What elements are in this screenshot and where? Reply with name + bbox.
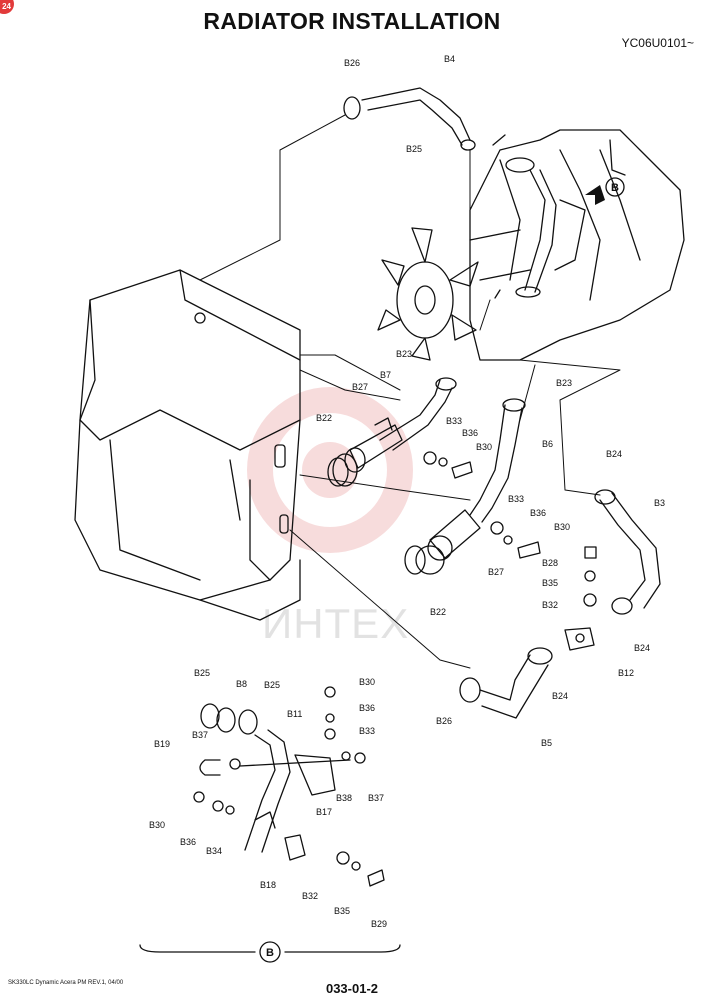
label-b25: B25 bbox=[406, 144, 422, 154]
engine-block bbox=[469, 129, 685, 361]
label-b36: B36 bbox=[462, 428, 478, 438]
label-b30-right: B30 bbox=[554, 522, 570, 532]
label-b19: B19 bbox=[154, 739, 170, 749]
leader-lines bbox=[199, 114, 621, 669]
label-b35: B35 bbox=[542, 578, 558, 588]
radiator-core bbox=[74, 269, 301, 621]
page-number: 033-01-2 bbox=[325, 981, 379, 996]
label-b4: B4 bbox=[444, 54, 455, 64]
part-labels: B26 B4 B25 B23 B27 B7 B22 B33 B36 B30 B2… bbox=[149, 54, 665, 929]
label-b18: B18 bbox=[260, 880, 276, 890]
label-b36-right: B36 bbox=[530, 508, 546, 518]
label-b24-top: B24 bbox=[606, 449, 622, 459]
clamp-b22 bbox=[327, 457, 426, 575]
label-b8: B8 bbox=[236, 679, 247, 689]
lower-assembly bbox=[139, 686, 401, 953]
label-b37: B37 bbox=[192, 730, 208, 740]
hose-b6 bbox=[469, 398, 526, 523]
label-b33-right: B33 bbox=[508, 494, 524, 504]
label-b38: B38 bbox=[336, 793, 352, 803]
label-b35-lower: B35 bbox=[334, 906, 350, 916]
label-b33: B33 bbox=[446, 416, 462, 426]
hose-b4 bbox=[343, 87, 476, 151]
label-b32-lower: B32 bbox=[302, 891, 318, 901]
label-b36-left: B36 bbox=[180, 837, 196, 847]
label-b30-left: B30 bbox=[149, 820, 165, 830]
label-b11: B11 bbox=[287, 709, 302, 719]
hose-b5 bbox=[459, 647, 553, 719]
footer-note: SK330LC Dynamic Acera PM REV.1, 04/00 bbox=[8, 980, 124, 986]
label-b7: B7 bbox=[380, 370, 391, 380]
label-b24-lower: B24 bbox=[552, 691, 568, 701]
view-marker-b-top: B bbox=[611, 182, 619, 194]
label-b27: B27 bbox=[352, 382, 368, 392]
model-code: YC06U0101~ bbox=[621, 36, 694, 50]
label-b33-lower: B33 bbox=[359, 726, 375, 736]
label-b26: B26 bbox=[344, 58, 360, 68]
view-arrow-b: B B bbox=[259, 177, 625, 963]
label-b32: B32 bbox=[542, 600, 558, 610]
label-b28: B28 bbox=[542, 558, 558, 568]
label-b25-right: B25 bbox=[264, 680, 280, 690]
watermark-text: ИНТЕХ bbox=[262, 600, 410, 647]
corner-badge: 24 bbox=[0, 0, 14, 14]
label-b34: B34 bbox=[206, 846, 222, 856]
label-b22-lower: B22 bbox=[430, 607, 446, 617]
cooling-fan bbox=[377, 227, 479, 361]
label-b27-lower: B27 bbox=[488, 567, 504, 577]
label-b22: B22 bbox=[316, 413, 332, 423]
label-b23-right: B23 bbox=[556, 378, 572, 388]
engine-outlet-hoses bbox=[492, 134, 586, 299]
fasteners-right bbox=[423, 451, 597, 607]
label-b26-lower: B26 bbox=[436, 716, 452, 726]
page-title: RADIATOR INSTALLATION bbox=[203, 8, 501, 34]
label-b30: B30 bbox=[476, 442, 492, 452]
hose-b3 bbox=[594, 489, 661, 615]
label-b29: B29 bbox=[371, 919, 387, 929]
pipe-b27-lower bbox=[415, 509, 481, 575]
label-b25-left: B25 bbox=[194, 668, 210, 678]
label-b30-lower: B30 bbox=[359, 677, 375, 687]
label-b36-lower: B36 bbox=[359, 703, 375, 713]
bracket-b12 bbox=[564, 627, 595, 651]
label-b37-right: B37 bbox=[368, 793, 384, 803]
label-b3: B3 bbox=[654, 498, 665, 508]
label-b12: B12 bbox=[618, 668, 634, 678]
view-marker-b-bottom: B bbox=[266, 947, 274, 959]
label-b6: B6 bbox=[542, 439, 553, 449]
label-b24-right: B24 bbox=[634, 643, 650, 653]
label-b17: B17 bbox=[316, 807, 332, 817]
label-b23: B23 bbox=[396, 349, 412, 359]
hose-b7 bbox=[379, 377, 457, 451]
pipe-b27-upper bbox=[332, 417, 403, 487]
label-b5: B5 bbox=[541, 738, 552, 748]
